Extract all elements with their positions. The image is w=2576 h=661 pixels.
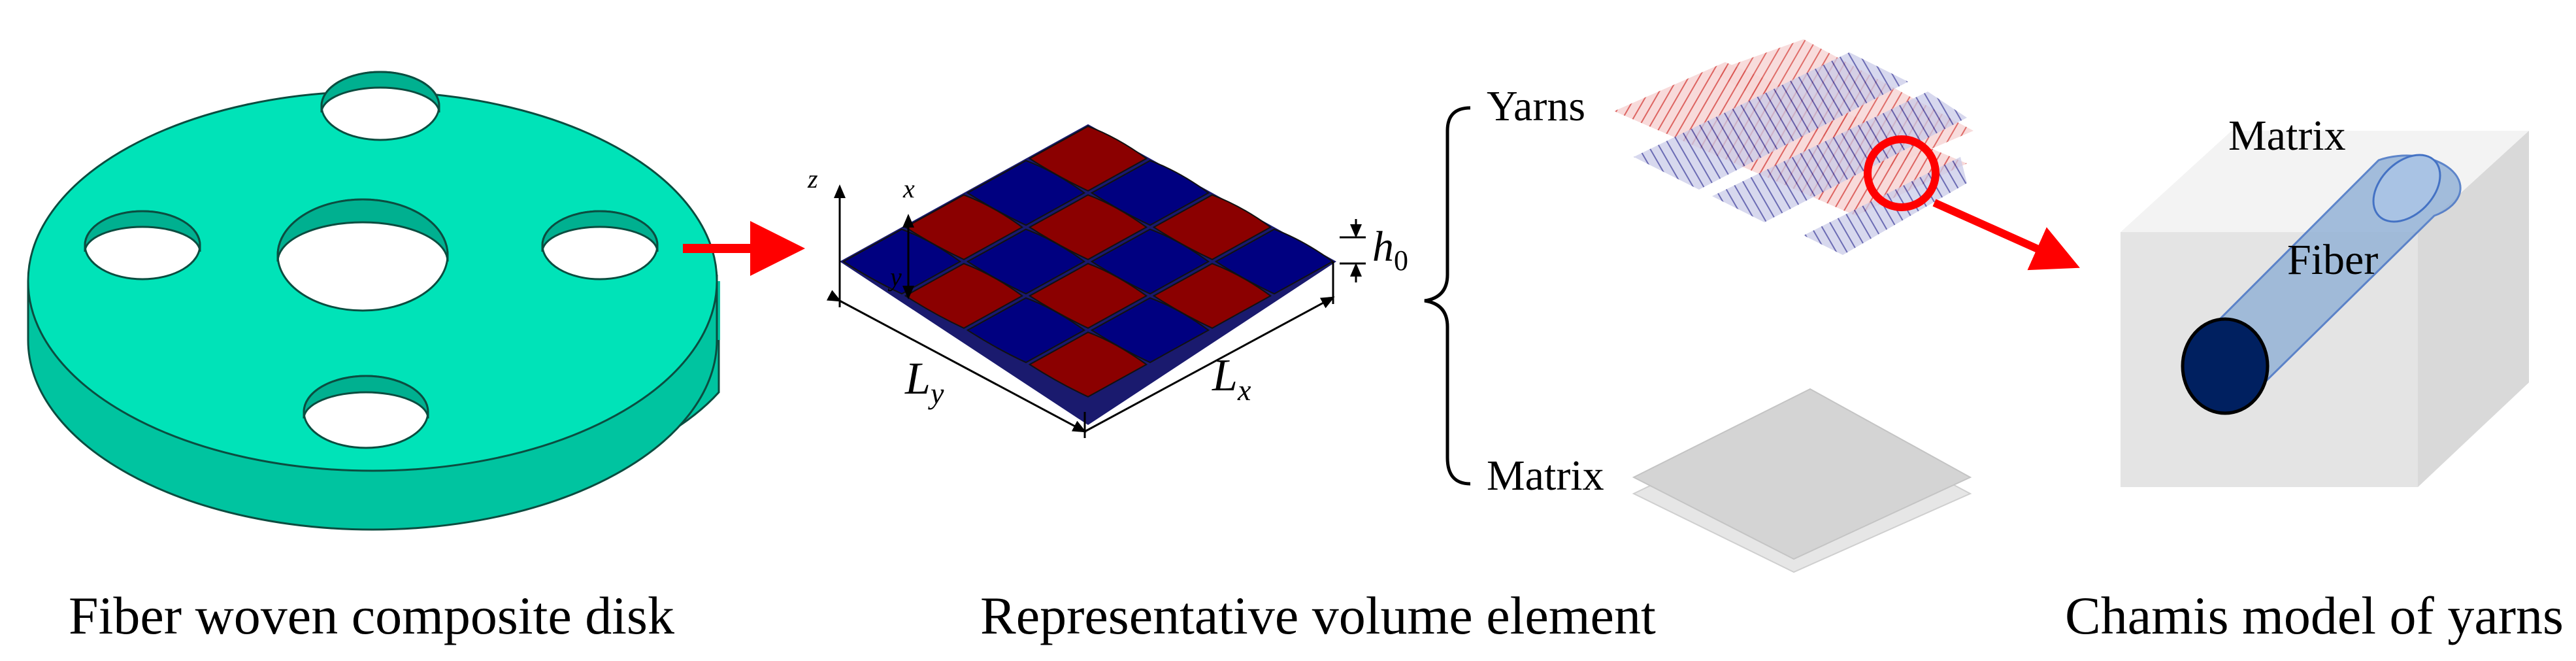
x-axis-label: x	[903, 174, 915, 203]
caption-rve: Representative volume element	[980, 586, 1656, 645]
matrix-model	[1632, 388, 1972, 573]
curly-brace	[1424, 106, 1471, 486]
h0-sub: 0	[1394, 245, 1408, 277]
center-hole-wall	[276, 198, 449, 262]
lx-sub: x	[1237, 373, 1251, 407]
weave-cell	[966, 160, 1086, 226]
disk-holes	[84, 71, 659, 449]
weave-cell	[1152, 263, 1272, 329]
ly-sub: y	[930, 377, 944, 410]
hole-right-wall	[541, 210, 659, 252]
weave-cell	[1152, 194, 1272, 260]
weave-cell	[1090, 297, 1210, 364]
weave-cells	[842, 126, 1334, 398]
lx-label: Lx	[1212, 350, 1251, 407]
y-axis-label: y	[890, 262, 902, 292]
ly-main: L	[905, 354, 931, 404]
ly-dim-line	[826, 290, 1087, 433]
yarn-band-blue-1	[1634, 52, 1908, 190]
cube-right	[2418, 131, 2529, 487]
weave-cell	[1214, 228, 1334, 295]
chamis-cube	[2121, 131, 2529, 487]
lx-main: L	[1212, 350, 1238, 401]
fiber-near-end	[2181, 317, 2270, 415]
chamis-matrix-label: Matrix	[2228, 112, 2346, 160]
caption-chamis: Chamis model of yarns	[2065, 586, 2564, 645]
caption-disk: Fiber woven composite disk	[69, 586, 674, 645]
weave-cell	[1090, 228, 1210, 295]
zoom-circle	[1864, 135, 1940, 211]
yarns-model	[1614, 39, 2080, 271]
weave-cell	[1028, 126, 1148, 192]
yarn-band-blue-2	[1712, 92, 1967, 222]
matrix-plate-upper	[1632, 388, 1972, 560]
h0-label: h0	[1372, 222, 1408, 277]
arrow-yarn-to-chamis	[1932, 199, 2080, 271]
composite-disk	[27, 71, 720, 531]
yarns-label: Yarns	[1487, 82, 1586, 130]
rve-woven-tile	[826, 124, 1366, 438]
ly-label: Ly	[905, 353, 944, 411]
lx-dim-line	[1084, 296, 1335, 433]
fiber-far-end	[2372, 154, 2441, 223]
z-axis-label: z	[808, 164, 818, 194]
weave-cell	[1090, 160, 1210, 226]
h0-main: h	[1372, 223, 1394, 271]
weave-cell	[904, 194, 1024, 260]
chamis-fiber-label: Fiber	[2287, 236, 2379, 284]
hole-bottom-wall	[303, 375, 429, 419]
hole-top-wall	[320, 71, 440, 113]
weave-cell	[1028, 194, 1148, 260]
hole-left-wall	[84, 210, 201, 252]
matrix-label: Matrix	[1487, 452, 1604, 500]
